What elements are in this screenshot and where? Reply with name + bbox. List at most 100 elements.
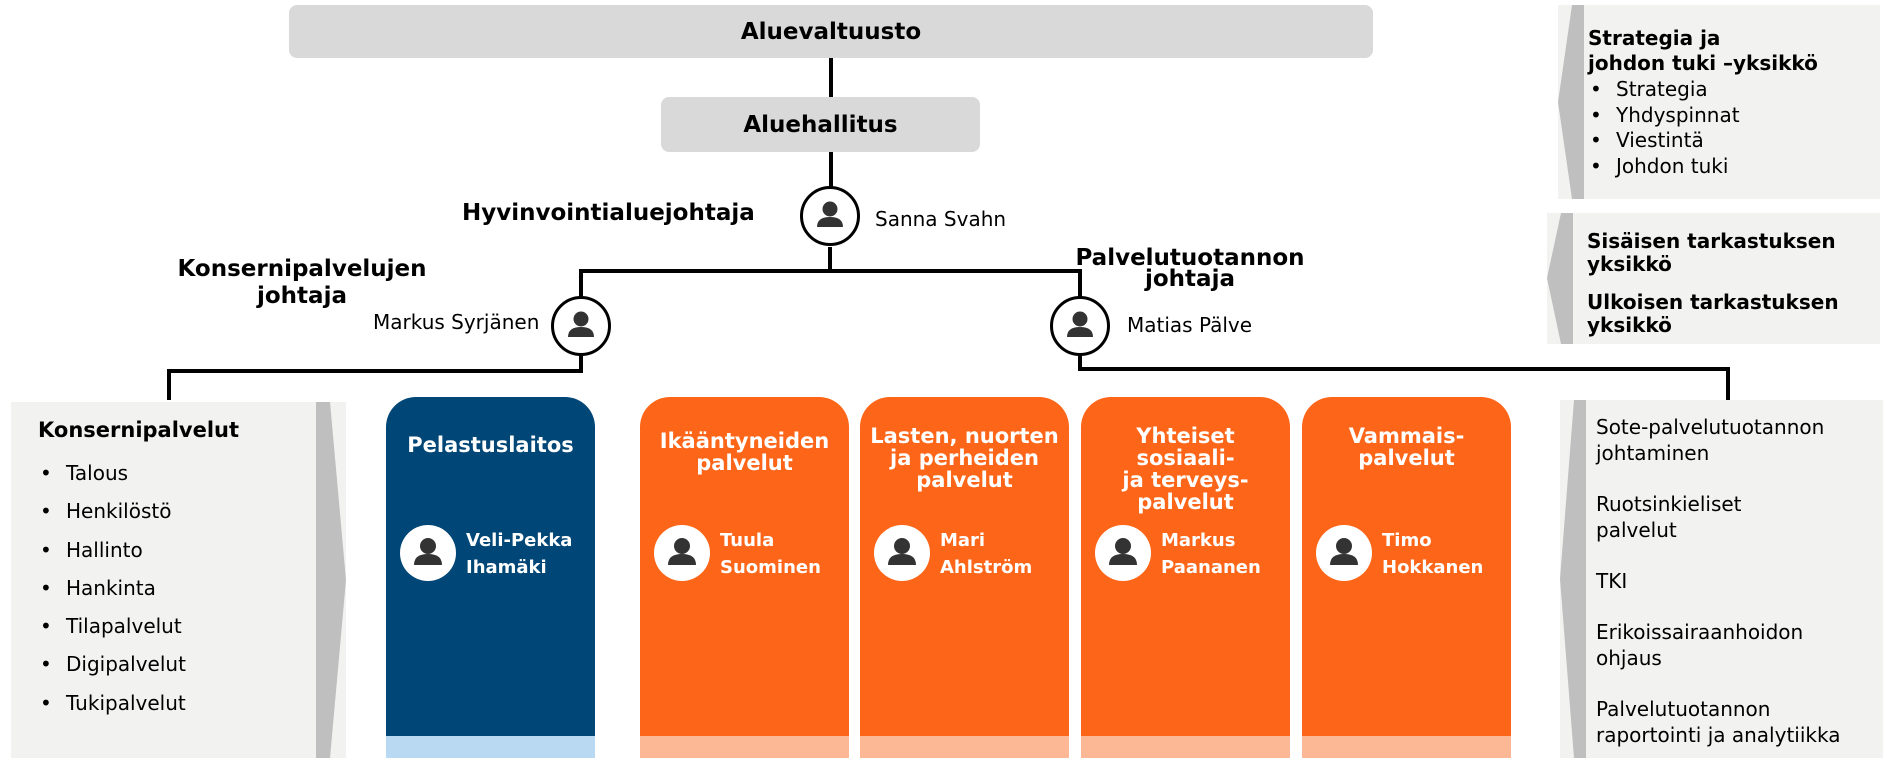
list-item: Tukipalvelut	[38, 684, 186, 723]
service-production-director-avatar	[1050, 296, 1110, 356]
list-item: Hankinta	[38, 569, 186, 608]
role-line: Konsernipalvelujen	[177, 256, 427, 282]
name-line: Markus	[1161, 530, 1236, 551]
production-support-panel: Sote-palvelutuotannon johtaminen Ruotsin…	[1560, 400, 1883, 758]
name-line: Mari	[940, 530, 986, 551]
list-item: Erikoissairaanhoidon ohjaus	[1596, 619, 1840, 696]
list-item: Hallinto	[38, 531, 186, 570]
list-item: Strategia	[1588, 77, 1740, 103]
connector-group-services	[167, 355, 583, 400]
name-line: Suominen	[720, 557, 821, 578]
service-production-director-role: Palvelutuotannon johtaja	[1070, 245, 1310, 293]
title-line: palvelut	[1358, 446, 1455, 470]
title-line: palvelut	[916, 468, 1013, 492]
internal-audit-label: Sisäisen tarkastuksen yksikkö	[1587, 230, 1836, 276]
panel-tab	[1547, 213, 1573, 344]
unit-card: Lasten, nuorten ja perheiden palvelut Ma…	[860, 397, 1069, 758]
list-item: Sote-palvelutuotannon johtaminen	[1596, 414, 1840, 491]
name-line: Tuula	[720, 530, 775, 551]
title-line: palvelut	[696, 451, 793, 475]
item-line: palvelut	[1596, 518, 1677, 542]
name-line: Paananen	[1161, 557, 1261, 578]
audit-panel: Sisäisen tarkastuksen yksikkö Ulkoisen t…	[1547, 213, 1880, 344]
unit-head-name: Veli-Pekka Ihamäki	[466, 527, 572, 581]
council-label: Aluevaltuusto	[740, 18, 922, 45]
unit-card: Yhteiset sosiaali- ja terveys- palvelut …	[1081, 397, 1290, 758]
title-line: Vammais-	[1348, 424, 1465, 448]
service-production-director-name: Matias Pälve	[1127, 313, 1253, 337]
person-icon	[1330, 538, 1358, 565]
item-line: TKI	[1596, 569, 1628, 593]
person-icon	[888, 538, 916, 565]
unit-head-avatar	[1316, 525, 1372, 581]
unit-title: Pelastuslaitos	[392, 434, 589, 456]
unit-card: Vammais- palvelut Timo Hokkanen	[1302, 397, 1511, 758]
list-item: Tilapalvelut	[38, 607, 186, 646]
item-line: Palvelutuotannon	[1596, 697, 1771, 721]
name-line: Ahlström	[940, 557, 1033, 578]
title-line: palvelut	[1137, 490, 1234, 514]
unit-head-name: Tuula Suominen	[720, 527, 821, 581]
card-bottom-strip	[1302, 736, 1511, 758]
group-services-director-avatar	[551, 296, 611, 356]
person-icon	[414, 538, 442, 565]
card-bottom-strip	[640, 736, 849, 758]
title-line: Ulkoisen tarkastuksen	[1587, 290, 1839, 314]
unit-title: Yhteiset sosiaali- ja terveys- palvelut	[1087, 425, 1284, 513]
board-box: Aluehallitus	[661, 97, 980, 152]
role-line: Palvelutuotannon	[1075, 245, 1305, 271]
title-line: Lasten, nuorten	[870, 424, 1059, 448]
item-line: ohjaus	[1596, 646, 1662, 670]
group-services-director-role: Konsernipalvelujen johtaja	[170, 256, 434, 310]
role-line: johtaja	[1145, 266, 1235, 292]
unit-head-name: Markus Paananen	[1161, 527, 1261, 581]
list-item: Ruotsinkieliset palvelut	[1596, 491, 1840, 568]
item-line: Erikoissairaanhoidon	[1596, 620, 1804, 644]
role-line: johtaja	[257, 283, 347, 309]
title-line: yksikkö	[1587, 252, 1672, 276]
unit-title: Ikääntyneiden palvelut	[646, 430, 843, 474]
title-line: Sisäisen tarkastuksen	[1587, 229, 1836, 253]
list-item: Viestintä	[1588, 128, 1740, 154]
title-line: Ikääntyneiden	[659, 429, 830, 453]
person-icon	[668, 538, 696, 565]
card-bottom-strip	[1081, 736, 1290, 758]
strategy-unit-panel: Strategia ja johdon tuki –yksikkö Strate…	[1558, 5, 1880, 199]
card-bottom-strip	[386, 736, 595, 758]
title-line: ja perheiden	[890, 446, 1039, 470]
list-item: Yhdyspinnat	[1588, 103, 1740, 129]
group-services-director-name: Markus Syrjänen	[373, 310, 540, 334]
production-support-list: Sote-palvelutuotannon johtaminen Ruotsin…	[1596, 414, 1840, 748]
list-item: Talous	[38, 454, 186, 493]
name-line: Hokkanen	[1382, 557, 1484, 578]
person-icon	[817, 201, 843, 227]
item-line: raportointi ja analytiikka	[1596, 723, 1841, 747]
card-bottom-strip	[860, 736, 1069, 758]
name-line: Ihamäki	[466, 557, 547, 578]
connector-director-branches	[579, 269, 1082, 297]
list-item: Henkilöstö	[38, 492, 186, 531]
title-line: ja terveys-	[1122, 468, 1249, 492]
person-icon	[568, 311, 594, 337]
group-services-title: Konsernipalvelut	[38, 418, 240, 442]
title-line: Pelastuslaitos	[407, 433, 574, 457]
unit-head-name: Mari Ahlström	[940, 527, 1032, 581]
unit-head-avatar	[400, 525, 456, 581]
council-box: Aluevaltuusto	[289, 5, 1373, 58]
unit-head-name: Timo Hokkanen	[1382, 527, 1483, 581]
unit-card: Pelastuslaitos Veli-Pekka Ihamäki	[386, 397, 595, 758]
panel-tab	[1560, 400, 1586, 758]
external-audit-label: Ulkoisen tarkastuksen yksikkö	[1587, 291, 1839, 337]
unit-head-avatar	[874, 525, 930, 581]
list-item: Digipalvelut	[38, 645, 186, 684]
unit-head-avatar	[654, 525, 710, 581]
item-line: johtaminen	[1596, 441, 1710, 465]
group-services-list: Talous Henkilöstö Hallinto Hankinta Tila…	[38, 454, 186, 722]
person-icon	[1067, 311, 1093, 337]
title-line: Strategia ja	[1588, 26, 1721, 50]
director-role: Hyvinvointialuejohtaja	[462, 200, 755, 226]
list-item: TKI	[1596, 568, 1840, 619]
unit-title: Lasten, nuorten ja perheiden palvelut	[866, 425, 1063, 491]
item-line: Ruotsinkieliset	[1596, 492, 1742, 516]
